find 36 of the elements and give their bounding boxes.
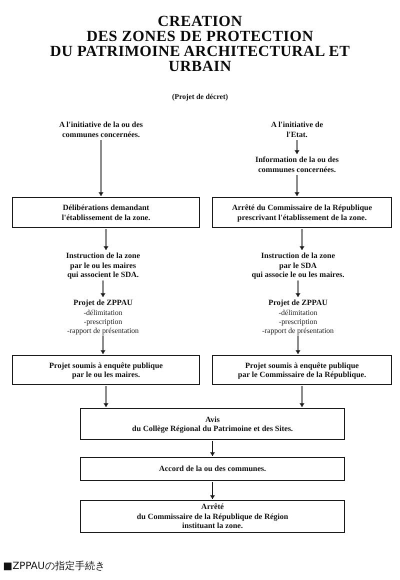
arrow	[98, 140, 104, 196]
box-text: Arrêté du Commissaire de la République prescrivant l'établissement de la zone.	[232, 203, 372, 222]
arrow	[104, 228, 108, 250]
box-text: Délibérations demandant l'établissement de la zone.	[62, 203, 150, 222]
process-box	[80, 408, 345, 440]
box-text: Projet soumis à enquête publique par le Commissaire de la République.	[238, 360, 366, 380]
arrow	[104, 386, 108, 408]
arrow	[294, 174, 300, 196]
step-text: Instruction de la zone par le ou les maires qui associent le SDA.	[42, 251, 164, 280]
box-text: Arrêté du Commissaire de la République de Région instituant la zone.	[136, 502, 288, 531]
step-text: Information de la ou des communes concernées.	[227, 155, 367, 174]
step-text: A l'initiative de l'Etat.	[242, 120, 352, 139]
arrow	[294, 140, 300, 154]
arrow	[296, 280, 300, 298]
process-box	[212, 197, 392, 228]
step-text: Instruction de la zone par le SDA qui associe le ou les maires.	[237, 251, 359, 280]
process-box	[212, 355, 392, 385]
step-text: A l'initiative de la ou des communes concernées.	[26, 120, 176, 139]
process-box	[12, 197, 200, 228]
process-box	[80, 457, 345, 481]
arrow	[100, 335, 106, 354]
arrow	[210, 440, 215, 456]
box-text: Avis du Collège Régional du Patrimoine et des Sites.	[132, 414, 293, 434]
arrow	[100, 280, 106, 298]
step-heading: Projet de ZPPAU	[73, 298, 133, 308]
process-box	[80, 500, 345, 533]
process-box	[12, 355, 200, 385]
title: CREATION DES ZONES DE PROTECTION DU PATRIMOINE ARCHITECTURAL ET URBAIN	[49, 14, 351, 74]
step-heading: Projet de ZPPAU	[268, 298, 328, 308]
box-text: Accord de la ou des communes.	[158, 464, 266, 474]
box-text: Projet soumis à enquête publique par le ou les maires.	[49, 360, 163, 380]
caption: ■ZPPAUの指定手続き	[3, 561, 105, 573]
arrow	[300, 386, 304, 408]
arrow	[300, 228, 304, 250]
arrow	[210, 482, 215, 500]
arrow	[296, 335, 300, 354]
